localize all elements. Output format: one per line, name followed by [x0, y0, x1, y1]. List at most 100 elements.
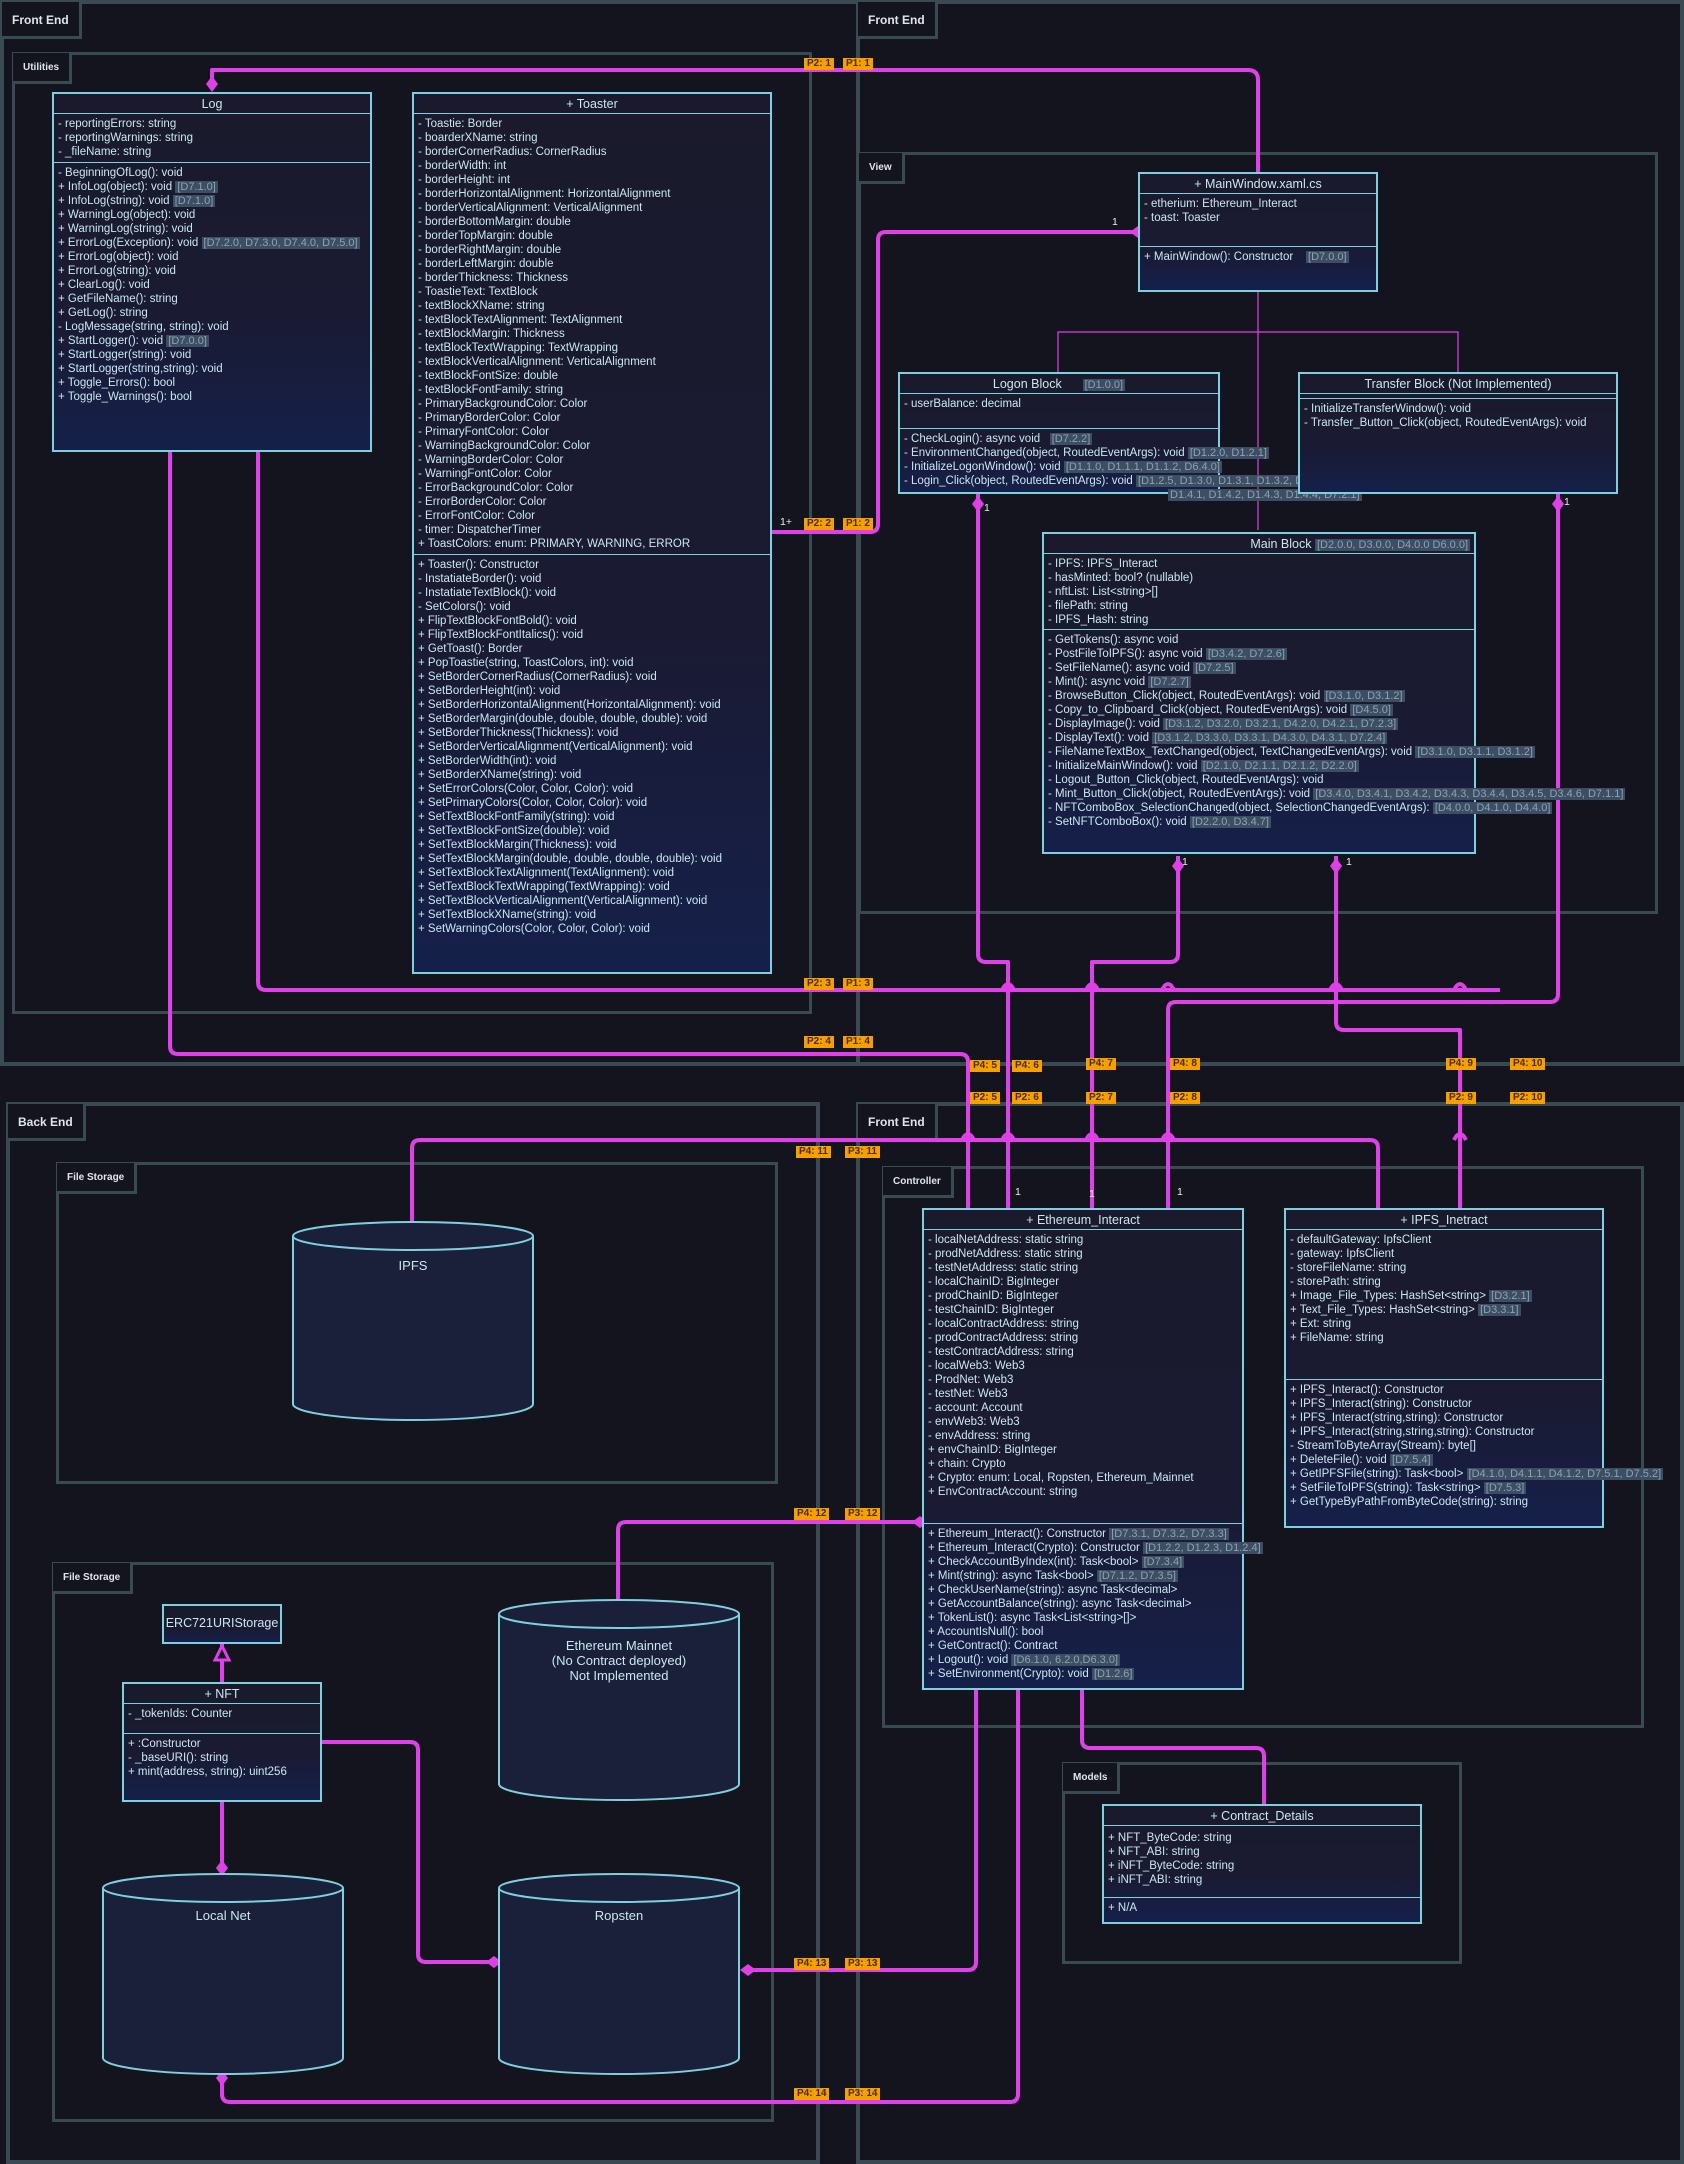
requirement-tag: [D3.4.0, D3.4.1, D3.4.2, D3.4.3, D3.4.4,…	[1313, 788, 1626, 800]
frame-label: View	[859, 153, 905, 184]
attribute: - _tokenIds: Counter	[128, 1708, 233, 1720]
attribute: - userBalance: decimal	[904, 398, 1021, 410]
class-member: + Logout(): void [D6.1.0, 6.2.0,D6.3.0]	[928, 1654, 1121, 1666]
requirement-tag: [D1.2.6]	[1091, 1668, 1135, 1680]
frame-label: Front End	[858, 2, 938, 39]
mainwindow-class[interactable]: + MainWindow.xaml.cs - etherium: Ethereu…	[1138, 172, 1378, 292]
attributes-section: - userBalance: decimal	[900, 394, 1218, 429]
class-member: + SetTextBlockVerticalAlignment(Vertical…	[418, 895, 708, 907]
attribute: - filePath: string	[1048, 600, 1128, 612]
contract-details-class[interactable]: + Contract_Details + NFT_ByteCode: strin…	[1102, 1804, 1422, 1924]
logon-block-class[interactable]: Logon Block [D1.0.0] - userBalance: deci…	[898, 372, 1369, 494]
log-class[interactable]: Log - reportingErrors: string - reportin…	[52, 92, 372, 452]
requirement-tag: [D7.1.2, D7.3.5]	[1096, 1570, 1178, 1582]
erc721-class[interactable]: ERC721URIStorage	[162, 1604, 282, 1644]
transfer-block-class[interactable]: Transfer Block (Not Implemented) - Initi…	[1298, 372, 1618, 494]
class-member: + FlipTextBlockFontItalics(): void	[418, 629, 584, 641]
method: - _baseURI(): string	[128, 1752, 229, 1764]
path-badge: P4: 6	[1012, 1060, 1042, 1072]
requirement-tag: [D3.1.2, D3.3.0, D3.3.1, D4.3.0, D4.3.1,…	[1152, 732, 1388, 744]
class-member: - textBlockVerticalAlignment: VerticalAl…	[418, 356, 656, 368]
class-member: - DisplayText(): void [D3.1.2, D3.3.0, D…	[1048, 732, 1388, 744]
class-member: + Ext: string	[1290, 1318, 1352, 1330]
method: + ErrorLog(object): void	[58, 251, 179, 263]
class-member: - ToastieText: TextBlock	[418, 286, 538, 298]
ropsten-cylinder[interactable]: Ropsten	[496, 1872, 742, 2078]
requirement-tag: [D1.0.0]	[1082, 379, 1126, 391]
requirement-tag: [D7.2.2]	[1049, 433, 1093, 445]
class-member: - account: Account	[928, 1402, 1023, 1414]
class-member: - envAddress: string	[928, 1430, 1031, 1442]
class-member: - localWeb3: Web3	[928, 1360, 1025, 1372]
class-member: - borderHeight: int	[418, 174, 511, 186]
class-member: - borderCornerRadius: CornerRadius	[418, 146, 607, 158]
requirement-tag: [D7.0.0]	[1306, 251, 1349, 263]
class-title: + MainWindow.xaml.cs	[1140, 174, 1376, 194]
class-member: + SetTextBlockMargin(Thickness): void	[418, 839, 617, 851]
multiplicity-label: 1	[984, 502, 990, 514]
ipfs-storage-cylinder[interactable]: IPFS	[290, 1220, 536, 1424]
requirement-tag: [D1.1.0, D1.1.1, D1.1.2, D6.4.0]	[1063, 461, 1222, 473]
ipfs-interact-class[interactable]: + IPFS_Inetract - defaultGateway: IpfsCl…	[1284, 1208, 1664, 1528]
attribute: - nftList: List<string>[]	[1048, 586, 1158, 598]
class-member: - ErrorBorderColor: Color	[418, 496, 547, 508]
method: - CheckLogin(): async void [D7.2.2]	[904, 433, 1093, 445]
frame-label: Front End	[858, 1104, 938, 1141]
multiplicity-label: 1	[1177, 1186, 1183, 1198]
ethereum-interact-class[interactable]: + Ethereum_Interact - localNetAddress: s…	[922, 1208, 1263, 1690]
path-badge: P2: 8	[1170, 1092, 1200, 1104]
multiplicity-label: 1	[1564, 496, 1570, 508]
method: + ErrorLog(Exception): void [D7.2.0, D7.…	[58, 237, 360, 249]
method: + mint(address, string): uint256	[128, 1766, 287, 1778]
requirement-tag: [D4.1.0, D4.1.1, D4.1.2, D7.5.1, D7.5.2]	[1466, 1468, 1664, 1480]
nft-class[interactable]: + NFT - _tokenIds: Counter + :Constructo…	[122, 1682, 322, 1802]
multiplicity-label: 1	[1089, 1188, 1095, 1200]
path-badge: P3: 13	[845, 1958, 881, 1970]
class-member: - boarderXName: string	[418, 132, 538, 144]
class-member: - localContractAddress: string	[928, 1318, 1079, 1330]
requirement-tag: [D3.1.0, D3.1.1, D3.1.2]	[1415, 746, 1535, 758]
class-member: - SetNFTComboBox(): void [D2.2.0, D3.4.7…	[1048, 816, 1271, 828]
ethereum-mainnet-cylinder[interactable]: Ethereum Mainnet (No Contract deployed) …	[496, 1598, 742, 1804]
main-block-class[interactable]: Main Block [D2.0.0, D3.0.0, D4.0.0 D6.0.…	[1042, 532, 1626, 854]
class-member: - prodContractAddress: string	[928, 1332, 1079, 1344]
method: - LogMessage(string, string): void	[58, 321, 229, 333]
path-badge: P2: 7	[1086, 1092, 1116, 1104]
requirement-tag: [D7.1.0]	[175, 181, 218, 193]
methods-section: + MainWindow(): Constructor [D7.0.0]	[1140, 247, 1376, 267]
methods-section: - CheckLogin(): async void [D7.2.2] - En…	[900, 429, 1369, 491]
class-title: ERC721URIStorage	[165, 1616, 279, 1630]
class-member: + GetContract(): Contract	[928, 1640, 1058, 1652]
class-member: - ErrorBackgroundColor: Color	[418, 482, 574, 494]
requirement-tag: [D7.2.5]	[1193, 662, 1236, 674]
class-member: + SetTextBlockFontFamily(string): void	[418, 811, 615, 823]
class-member: - PostFileToIPFS(): async void [D3.4.2, …	[1048, 648, 1287, 660]
path-badge: P4: 8	[1170, 1058, 1200, 1070]
attribute: - _fileName: string	[58, 146, 152, 158]
method: + GetLog(): string	[58, 307, 148, 319]
requirement-tag: [D3.1.0, D3.1.2]	[1323, 690, 1405, 702]
methods-section: + N/A	[1104, 1898, 1420, 1918]
class-member: + GetToast(): Border	[418, 643, 523, 655]
class-member: - BrowseButton_Click(object, RoutedEvent…	[1048, 690, 1405, 702]
toaster-class[interactable]: + Toaster - Toastie: Border- boarderXNam…	[412, 92, 772, 974]
methods-section: - BeginningOfLog(): void + InfoLog(objec…	[54, 163, 370, 407]
attribute: - etherium: Ethereum_Interact	[1144, 198, 1297, 210]
class-member: - SetFileName(): async void [D7.2.5]	[1048, 662, 1236, 674]
class-member: + TokenList(): async Task<List<string>[]…	[928, 1612, 1137, 1624]
attributes-section: - IPFS: IPFS_Interact - hasMinted: bool?…	[1044, 554, 1474, 630]
local-net-cylinder[interactable]: Local Net	[100, 1872, 346, 2078]
requirement-tag: [D7.3.4]	[1141, 1556, 1185, 1568]
method: - Transfer_Button_Click(object, RoutedEv…	[1304, 417, 1587, 429]
path-badge: P2: 10	[1510, 1092, 1546, 1104]
path-badge: P3: 12	[845, 1508, 881, 1520]
class-title: + Toaster	[414, 94, 770, 114]
method: + WarningLog(object): void	[58, 209, 196, 221]
methods-section: + IPFS_Interact(): Constructor+ IPFS_Int…	[1286, 1380, 1664, 1512]
class-member: - timer: DispatcherTimer	[418, 524, 541, 536]
methods-section: - InitializeTransferWindow(): void - Tra…	[1300, 399, 1616, 433]
class-member: - FileNameTextBox_TextChanged(object, Te…	[1048, 746, 1535, 758]
class-member: - testNetAddress: static string	[928, 1262, 1079, 1274]
methods-section: - GetTokens(): async void- PostFileToIPF…	[1044, 630, 1626, 832]
class-member: + Ethereum_Interact(Crypto): Constructor…	[928, 1542, 1263, 1554]
